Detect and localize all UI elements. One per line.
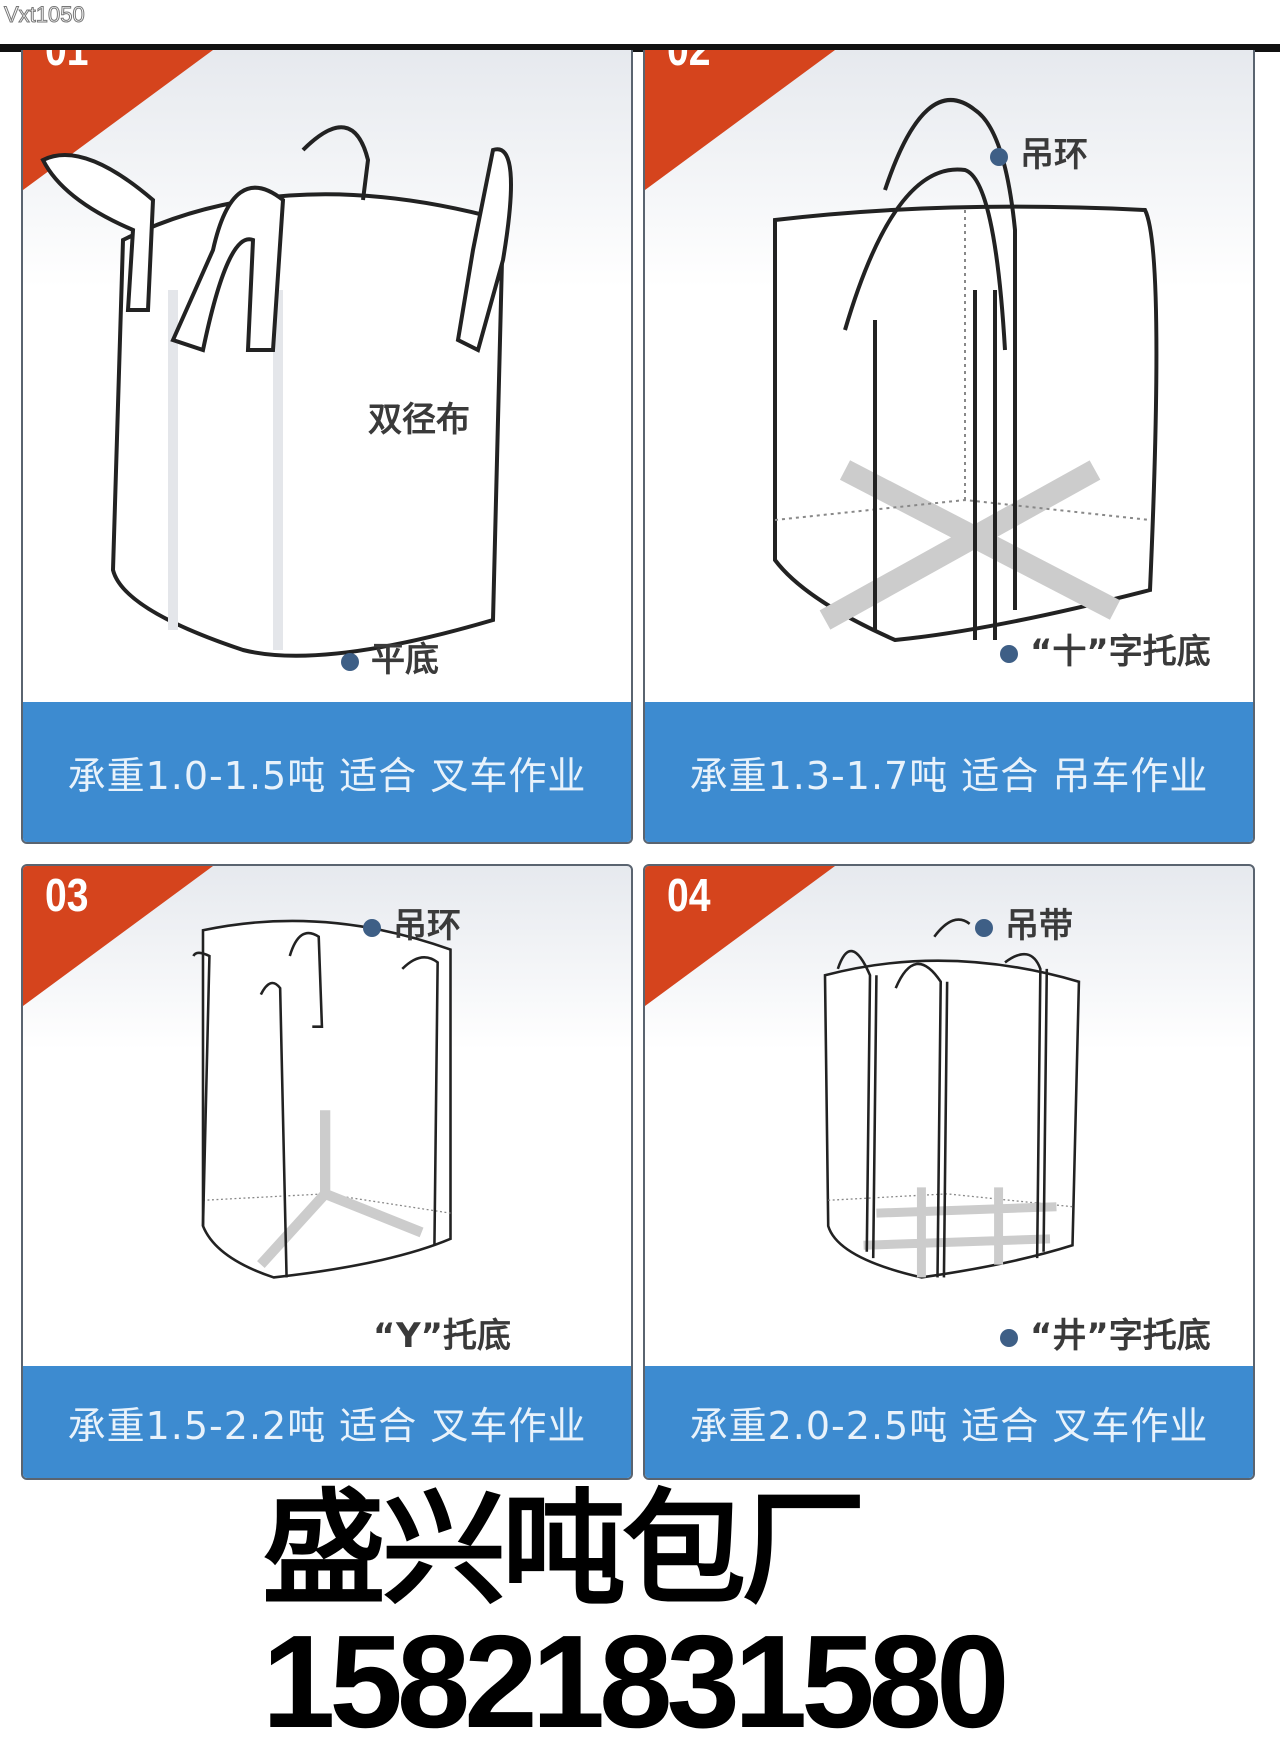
bag-type-card-1: 01 双径布 平底 承重1.0-1.5吨 适合 叉车作业	[21, 50, 633, 844]
bag-type-card-3: 03 吊环 “Y”托底 承重1.5-2.2吨 适合 叉车作业	[21, 864, 633, 1480]
loop-label: 吊环	[363, 906, 461, 947]
card-number: 01	[45, 50, 88, 76]
card-number: 02	[667, 50, 710, 76]
bottom-type-label: “井”字托底	[1000, 1316, 1211, 1357]
bullet-dot-icon	[1000, 1328, 1018, 1347]
spec-band: 承重1.0-1.5吨 适合 叉车作业	[23, 702, 631, 842]
watermark: Vxt1050	[4, 2, 86, 28]
bullet-dot-icon	[975, 918, 993, 937]
bottom-type-label: “Y”托底	[373, 1316, 511, 1356]
spec-band: 承重2.0-2.5吨 适合 叉车作业	[645, 1366, 1253, 1478]
bullet-dot-icon	[341, 652, 359, 671]
bag-type-card-4: 04 吊带 “井”字托底 承重2.0-2.5吨 适合 叉车作业	[643, 864, 1255, 1480]
bottom-type-label: “十”字托底	[1000, 632, 1211, 673]
bag-type-card-2: 02 吊环 “十”字托底 承重1.3-1.7吨 适合 吊车作业	[643, 50, 1255, 844]
phone-number-overlay: 15821831580	[261, 1608, 1012, 1755]
card-number: 03	[45, 869, 89, 921]
top-divider	[0, 44, 1280, 52]
loop-label: 吊环	[990, 135, 1088, 176]
bottom-type-label: 平底	[341, 640, 439, 681]
card-number: 04	[667, 869, 711, 921]
flat-bottom-bag-illustration	[40, 125, 513, 658]
fabric-label: 双径布	[368, 400, 470, 440]
spec-band: 承重1.3-1.7吨 适合 吊车作业	[645, 702, 1253, 842]
company-name-overlay: 盛兴吨包厂	[260, 1478, 867, 1622]
grid-bottom-bag-illustration	[823, 918, 1081, 1279]
bullet-dot-icon	[990, 147, 1008, 166]
cross-bottom-bag-illustration	[773, 98, 1159, 643]
bullet-dot-icon	[363, 918, 381, 937]
spec-band: 承重1.5-2.2吨 适合 叉车作业	[23, 1366, 631, 1478]
y-bottom-bag-illustration	[192, 919, 452, 1279]
bullet-dot-icon	[1000, 644, 1018, 663]
strap-label: 吊带	[975, 906, 1073, 947]
